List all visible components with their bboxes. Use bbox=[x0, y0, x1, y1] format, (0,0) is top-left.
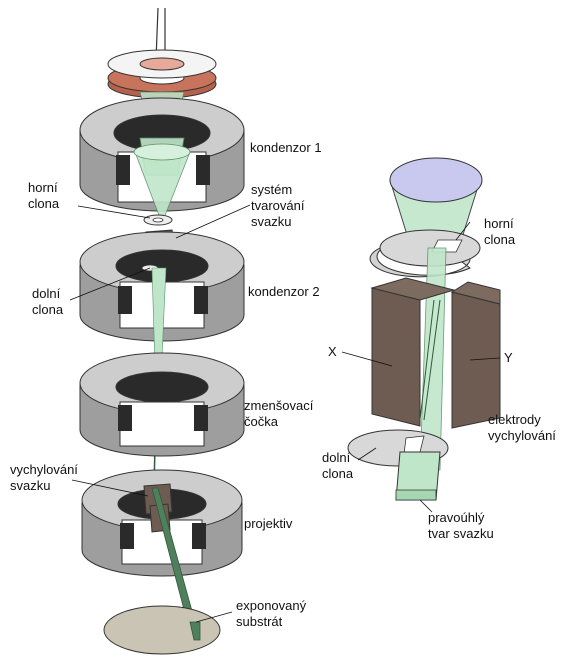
label-dolni-clona-left-2: clona bbox=[32, 302, 64, 317]
rectangular-beam-shape bbox=[395, 451, 441, 501]
labels: kondenzor 1 horní clona systém tvarování… bbox=[10, 140, 556, 629]
label-projektiv: projektiv bbox=[244, 516, 293, 531]
label-kondenzor-2: kondenzor 2 bbox=[248, 284, 320, 299]
leader-lines bbox=[69, 204, 501, 623]
label-horni-clona-right-1: horní bbox=[484, 216, 514, 231]
column-assembly bbox=[79, 7, 245, 655]
label-system-1: systém bbox=[251, 182, 292, 197]
label-pravouhly-2: tvar svazku bbox=[428, 526, 494, 541]
electrode-x bbox=[370, 277, 456, 427]
upper-aperture-right bbox=[369, 229, 481, 278]
exposed-substrate bbox=[103, 605, 221, 655]
label-zmensovaci-2: čočka bbox=[244, 414, 279, 429]
label-horni-clona-left-2: clona bbox=[28, 196, 60, 211]
label-system-3: svazku bbox=[251, 214, 291, 229]
label-horni-clona-right-2: clona bbox=[484, 232, 516, 247]
label-elektrody-1: elektrody bbox=[488, 412, 541, 427]
shaping-detail bbox=[347, 157, 501, 501]
label-vychylovani-1: vychylování bbox=[10, 462, 78, 477]
label-dolni-clona-left-1: dolní bbox=[32, 286, 61, 301]
label-x: X bbox=[328, 344, 337, 359]
label-kondenzor-1: kondenzor 1 bbox=[250, 140, 322, 155]
label-substrat-1: exponovaný bbox=[236, 598, 307, 613]
label-elektrody-2: vychylování bbox=[488, 428, 556, 443]
lens-projective bbox=[81, 469, 243, 577]
upper-aperture-left bbox=[143, 214, 173, 226]
label-vychylovani-2: svazku bbox=[10, 478, 50, 493]
lens-reduction bbox=[79, 352, 245, 457]
electrode-y bbox=[450, 281, 501, 429]
label-substrat-2: substrát bbox=[236, 614, 283, 629]
label-dolni-clona-right-1: dolní bbox=[322, 450, 351, 465]
label-horni-clona-left-1: horní bbox=[28, 180, 58, 195]
label-system-2: tvarování bbox=[251, 198, 305, 213]
label-zmensovaci-1: zmenšovací bbox=[244, 398, 314, 413]
label-dolni-clona-right-2: clona bbox=[322, 466, 354, 481]
electron-gun bbox=[107, 7, 217, 99]
label-y: Y bbox=[504, 350, 513, 365]
label-pravouhly-1: pravoúhlý bbox=[428, 510, 485, 525]
